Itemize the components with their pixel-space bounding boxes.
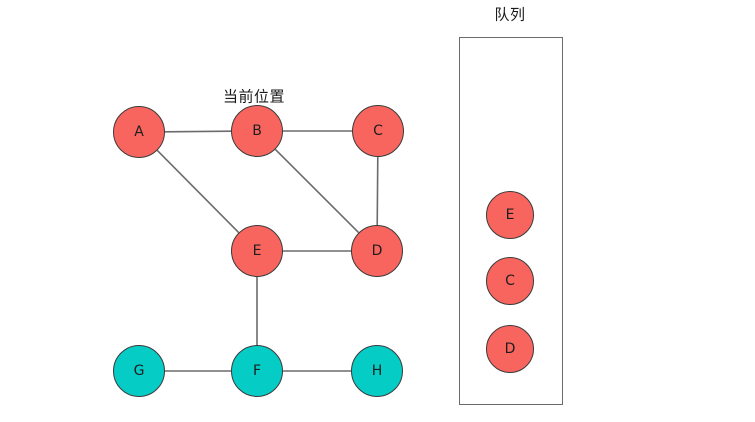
graph-node-label: C [373,123,383,139]
graph-title-current-position: 当前位置 [222,87,286,106]
graph-node-d[interactable]: D [351,225,403,277]
graph-node-label: E [252,243,262,259]
graph-edge-a-b [164,130,232,133]
graph-node-e[interactable]: E [231,225,283,277]
queue-item-e[interactable]: E [486,191,534,239]
queue-item-label: C [505,273,515,289]
graph-node-label: G [133,363,145,379]
queue-item-label: D [504,341,516,357]
graph-node-c[interactable]: C [352,105,404,157]
graph-edge-b-d [274,148,360,234]
graph-node-b[interactable]: B [231,105,283,157]
graph-node-label: F [252,363,262,379]
queue-item-d[interactable]: D [486,325,534,373]
graph-node-label: B [252,123,262,139]
graph-edge-a-e [156,149,240,234]
graph-node-f[interactable]: F [231,345,283,397]
queue-item-label: E [505,207,515,223]
graph-node-label: D [371,243,383,259]
graph-node-label: A [134,124,144,140]
graph-edge-c-d [376,156,379,226]
graph-node-a[interactable]: A [113,106,165,158]
graph-node-label: H [371,363,383,379]
queue-item-c[interactable]: C [486,257,534,305]
queue-title: 队列 [494,5,526,24]
graph-node-g[interactable]: G [113,345,165,397]
graph-node-h[interactable]: H [351,345,403,397]
